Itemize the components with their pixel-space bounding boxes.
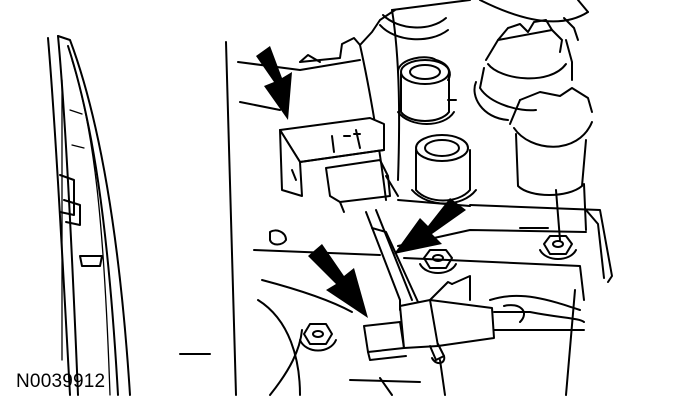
upper-connector xyxy=(279,117,399,213)
housing xyxy=(179,0,589,396)
bolt-right xyxy=(539,235,577,260)
figure-id-label: N0039912 xyxy=(16,371,106,392)
boss-top-round xyxy=(379,14,449,41)
left-panel-edge xyxy=(47,35,131,396)
boss-top-left xyxy=(397,56,457,125)
bolt-center xyxy=(419,249,457,274)
clip-assembly xyxy=(473,17,593,241)
lower-connector xyxy=(363,275,585,364)
arrow-upper-connector xyxy=(256,46,292,120)
wire-channel xyxy=(365,209,419,311)
arrow-right-connector xyxy=(394,198,466,254)
boss-mid xyxy=(411,134,477,205)
arrow-lower-connector xyxy=(308,244,368,318)
bolt-left xyxy=(299,323,337,352)
